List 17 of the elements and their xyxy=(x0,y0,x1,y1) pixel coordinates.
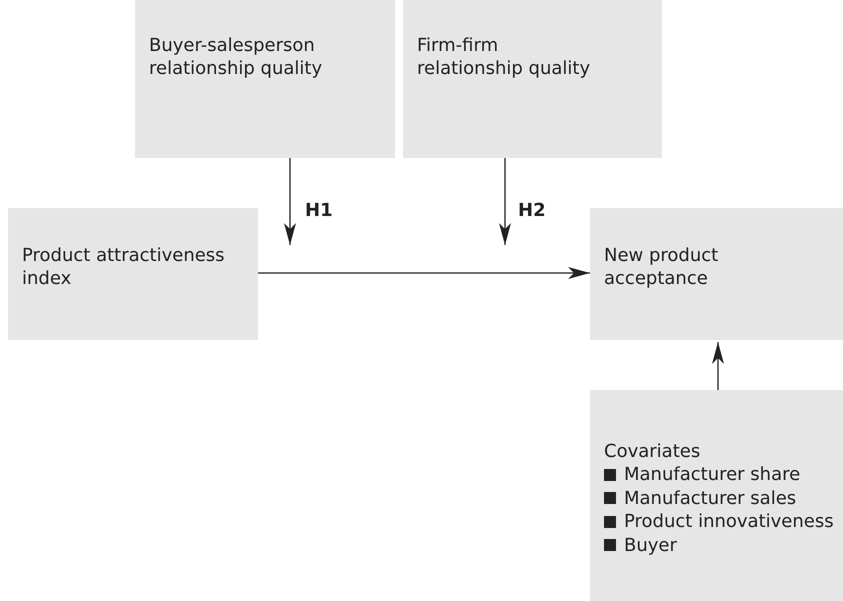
node-label: Firm-firm relationship quality xyxy=(417,34,592,81)
node-label: Product attractiveness index xyxy=(22,244,226,291)
construct-box xyxy=(590,208,843,340)
arrow xyxy=(284,158,296,245)
construct-box xyxy=(135,0,395,158)
covariate-item: Buyer xyxy=(604,534,829,557)
covariate-item: Manufacturer sales xyxy=(604,486,829,510)
construct-box xyxy=(8,208,258,340)
covariate-item: Manufacturer share xyxy=(604,463,829,487)
construct-box xyxy=(403,0,662,158)
node-label: Buyer-salesperson relationship quality xyxy=(149,34,324,81)
covariates-box xyxy=(590,390,843,601)
arrow xyxy=(258,267,590,279)
node-label: New product acceptance xyxy=(604,244,720,291)
list-heading: Covariates xyxy=(604,440,702,464)
arrow xyxy=(499,158,511,245)
arrow xyxy=(712,342,724,390)
